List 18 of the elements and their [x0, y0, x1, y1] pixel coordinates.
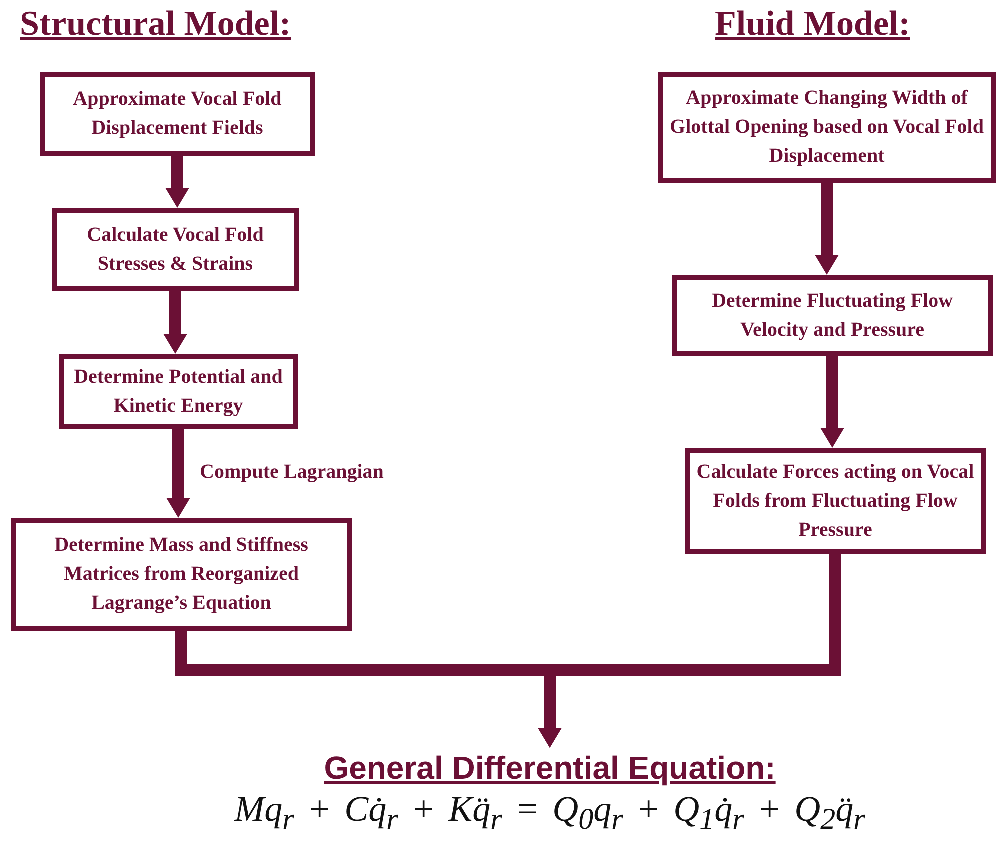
arrow [538, 554, 842, 748]
process-box: Determine Mass and Stiffness Matrices from Reorganized Lagrange’s Equation [11, 518, 352, 631]
arrow [166, 429, 190, 518]
column-heading: Structural Model: [20, 4, 292, 44]
process-box: Approximate Vocal Fold Displacement Fields [40, 72, 315, 156]
arrow [164, 291, 188, 354]
equation-heading: General Differential Equation: [324, 749, 776, 788]
column-heading: Fluid Model: [715, 4, 910, 44]
process-box: Calculate Vocal Fold Stresses & Strains [52, 208, 299, 291]
process-box: Approximate Changing Width of Glottal Opening based on Vocal Fold Displacement [658, 72, 996, 183]
arrow [815, 183, 839, 275]
equation-text: Mq$_{r}$ + Cq̇$_{r}$ + Kq̈$_{r}$ = Q$_{0}$q$_{r}$ + Q$_{1}$q̇$_{r}$ + Q$_{2}$q̈$_{r}$ [234, 788, 866, 838]
arrow [166, 156, 190, 208]
process-box: Determine Potential and Kinetic Energy [59, 354, 298, 429]
arrow [820, 356, 844, 448]
process-box: Calculate Forces acting on Vocal Folds from Fluctuating Flow Pressure [685, 448, 986, 554]
edge-label: Compute Lagrangian [200, 460, 384, 485]
process-box: Determine Fluctuating Flow Velocity and Pressure [672, 275, 993, 356]
